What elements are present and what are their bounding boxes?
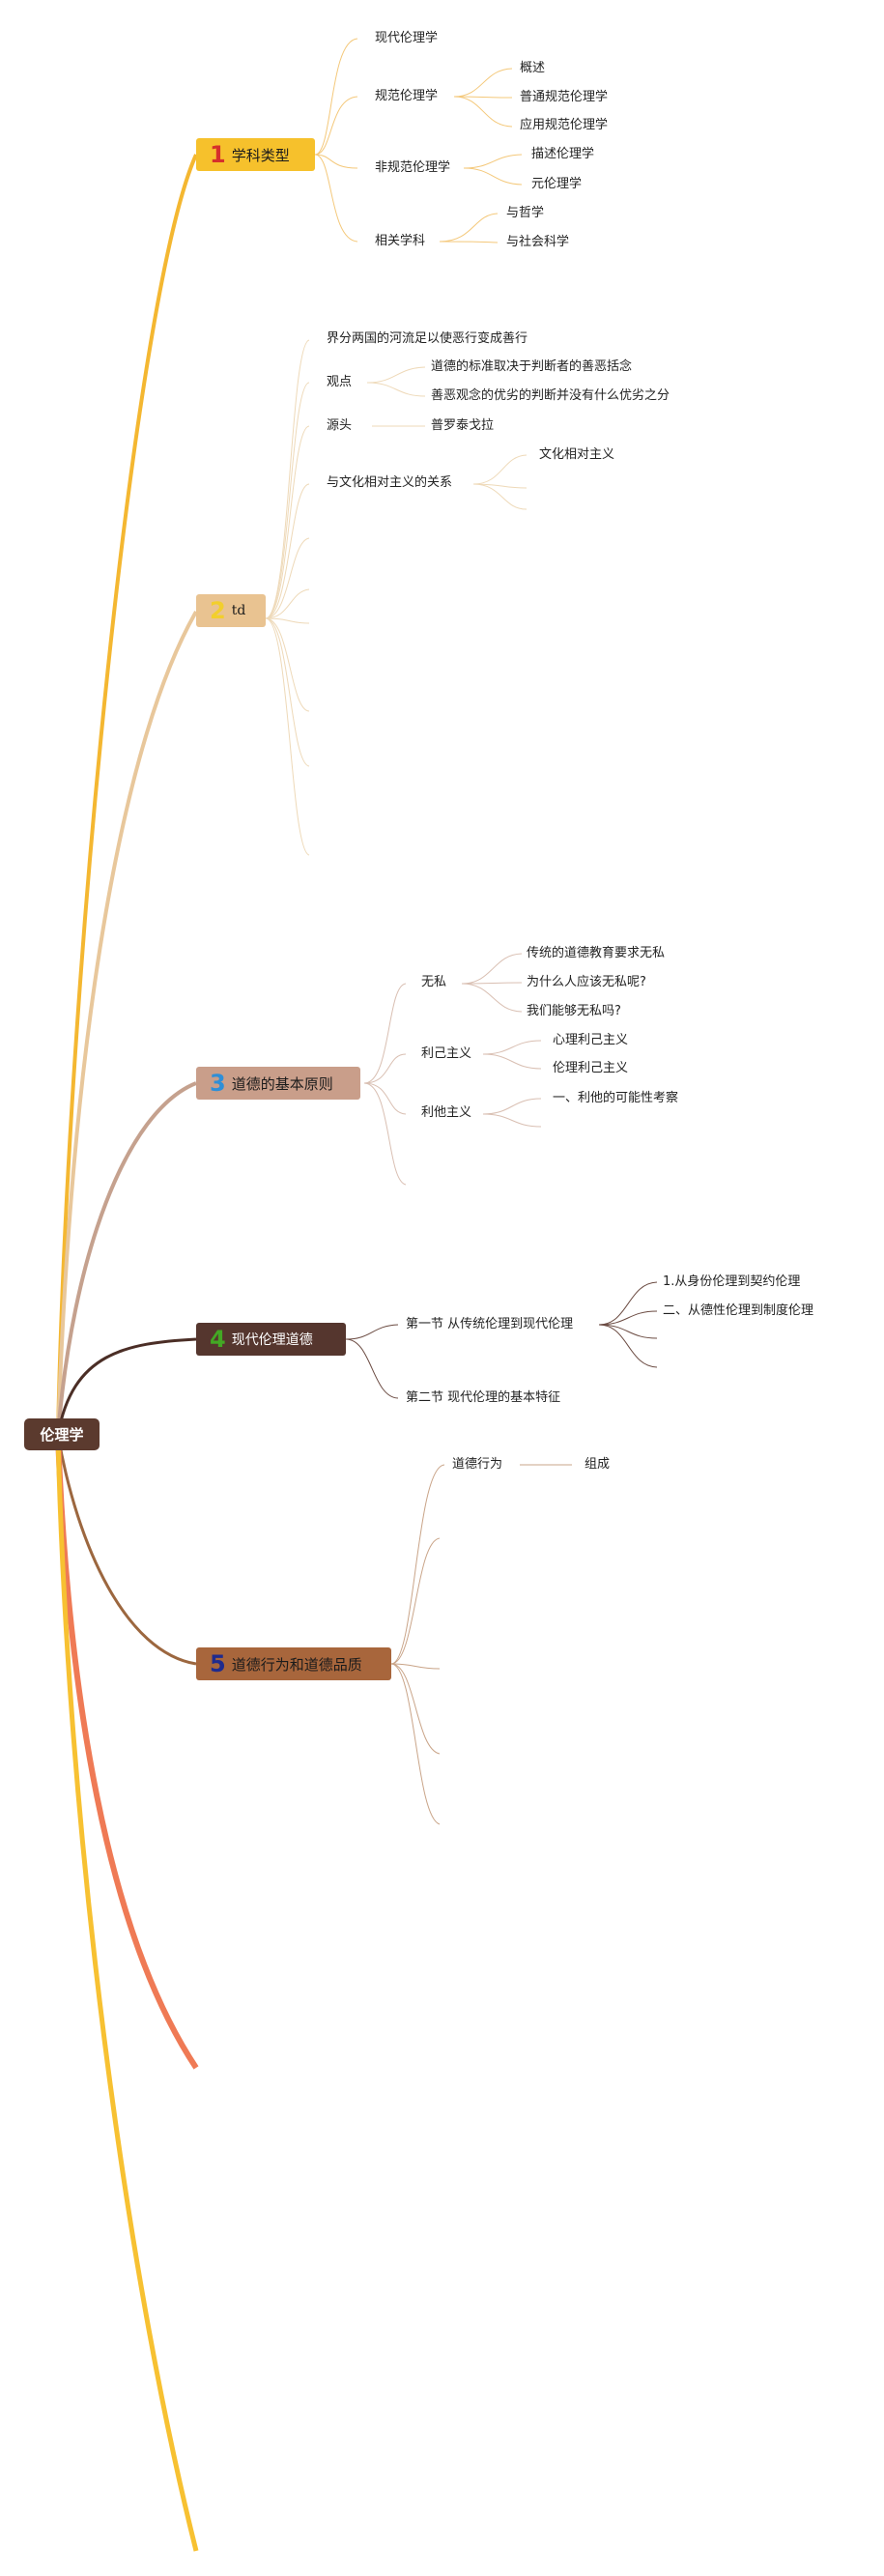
leaf-applied-normative[interactable]: 应用规范伦理学	[520, 118, 609, 132]
leaf-can-we-be-selfless[interactable]: 我们能够无私吗?	[527, 1004, 621, 1018]
topic-1-label: 学科类型	[231, 146, 290, 164]
leaf-moral-standard[interactable]: 道德的标准取决于判断者的善恶括念	[431, 359, 633, 374]
subtopic-river-border[interactable]: 界分两国的河流足以使恶行变成善行	[327, 331, 528, 346]
leaf-good-evil-judgment[interactable]: 善恶观念的优劣的判断并没有什么优劣之分	[431, 388, 670, 403]
leaf-descriptive-ethics[interactable]: 描述伦理学	[531, 147, 595, 161]
topic-2-label: td	[231, 603, 246, 618]
topic-4-node[interactable]: 4 现代伦理道德	[196, 1323, 346, 1356]
topic-4-number: 4	[210, 1326, 226, 1353]
subtopic-related-disciplines[interactable]: 相关学科	[375, 234, 426, 248]
branch-line-5	[56, 1434, 197, 1666]
leaf-cultural-relativism[interactable]: 文化相对主义	[539, 447, 615, 462]
branch-line-4	[56, 1337, 197, 1436]
root-label: 伦理学	[40, 1426, 84, 1444]
subtopic-normative-ethics[interactable]: 规范伦理学	[375, 89, 439, 103]
leaf-protagoras[interactable]: 普罗泰戈拉	[431, 418, 495, 433]
leaf-with-social-science[interactable]: 与社会科学	[506, 235, 570, 249]
topic-3-label: 道德的基本原则	[231, 1074, 333, 1093]
subtopic-modern-ethics[interactable]: 现代伦理学	[375, 31, 439, 45]
topic-3-node[interactable]: 3 道德的基本原则	[196, 1067, 360, 1100]
branch-line-extra-orange	[55, 1434, 199, 2070]
subtopic-egoism[interactable]: 利己主义	[421, 1046, 472, 1061]
leaf-general-normative[interactable]: 普通规范伦理学	[520, 90, 609, 104]
leaf-traditional-education[interactable]: 传统的道德教育要求无私	[527, 946, 666, 960]
topic-5-label: 道德行为和道德品质	[231, 1655, 362, 1674]
leaf-ethical-egoism[interactable]: 伦理利己主义	[553, 1061, 629, 1075]
branch-line-extra-yellow	[55, 1434, 199, 2552]
topic-5-number: 5	[210, 1650, 226, 1677]
subtopic-altruism[interactable]: 利他主义	[421, 1105, 472, 1120]
topic-2-node[interactable]: 2 td	[196, 594, 266, 627]
leaf-composition[interactable]: 组成	[585, 1457, 611, 1472]
leaf-why-selfless[interactable]: 为什么人应该无私呢?	[527, 975, 646, 989]
leaf-overview[interactable]: 概述	[520, 61, 546, 75]
subtopic-cultural-relativism-relation[interactable]: 与文化相对主义的关系	[327, 475, 453, 490]
subtopic-section-2[interactable]: 第二节 现代伦理的基本特征	[406, 1390, 561, 1405]
subtopic-non-normative[interactable]: 非规范伦理学	[375, 160, 451, 175]
branch-line-2	[56, 611, 198, 1436]
topic-1-node[interactable]: 1 学科类型	[196, 138, 315, 171]
branch-line-3	[56, 1081, 197, 1436]
subtopic-moral-behavior[interactable]: 道德行为	[452, 1457, 503, 1472]
topic-5-node[interactable]: 5 道德行为和道德品质	[196, 1647, 391, 1680]
topic-1-number: 1	[210, 141, 226, 168]
subtopic-viewpoint[interactable]: 观点	[327, 375, 353, 389]
leaf-meta-ethics[interactable]: 元伦理学	[531, 177, 583, 191]
leaf-psychological-egoism[interactable]: 心理利己主义	[553, 1033, 629, 1047]
leaf-identity-to-contract[interactable]: 1.从身份伦理到契约伦理	[663, 1274, 801, 1289]
leaf-altruism-possibility[interactable]: 一、利他的可能性考察	[553, 1091, 679, 1105]
topic-4-label: 现代伦理道德	[231, 1332, 313, 1348]
topic-3-number: 3	[210, 1070, 226, 1097]
root-node[interactable]: 伦理学	[24, 1418, 100, 1450]
subtopic-origin[interactable]: 源头	[327, 418, 353, 433]
topic-2-number: 2	[210, 597, 226, 624]
branch-line-1	[56, 154, 198, 1436]
leaf-with-philosophy[interactable]: 与哲学	[506, 206, 545, 220]
subtopic-section-1[interactable]: 第一节 从传统伦理到现代伦理	[406, 1317, 574, 1331]
subtopic-selflessness[interactable]: 无私	[421, 975, 447, 989]
leaf-virtue-to-institution[interactable]: 二、从德性伦理到制度伦理	[663, 1303, 814, 1318]
